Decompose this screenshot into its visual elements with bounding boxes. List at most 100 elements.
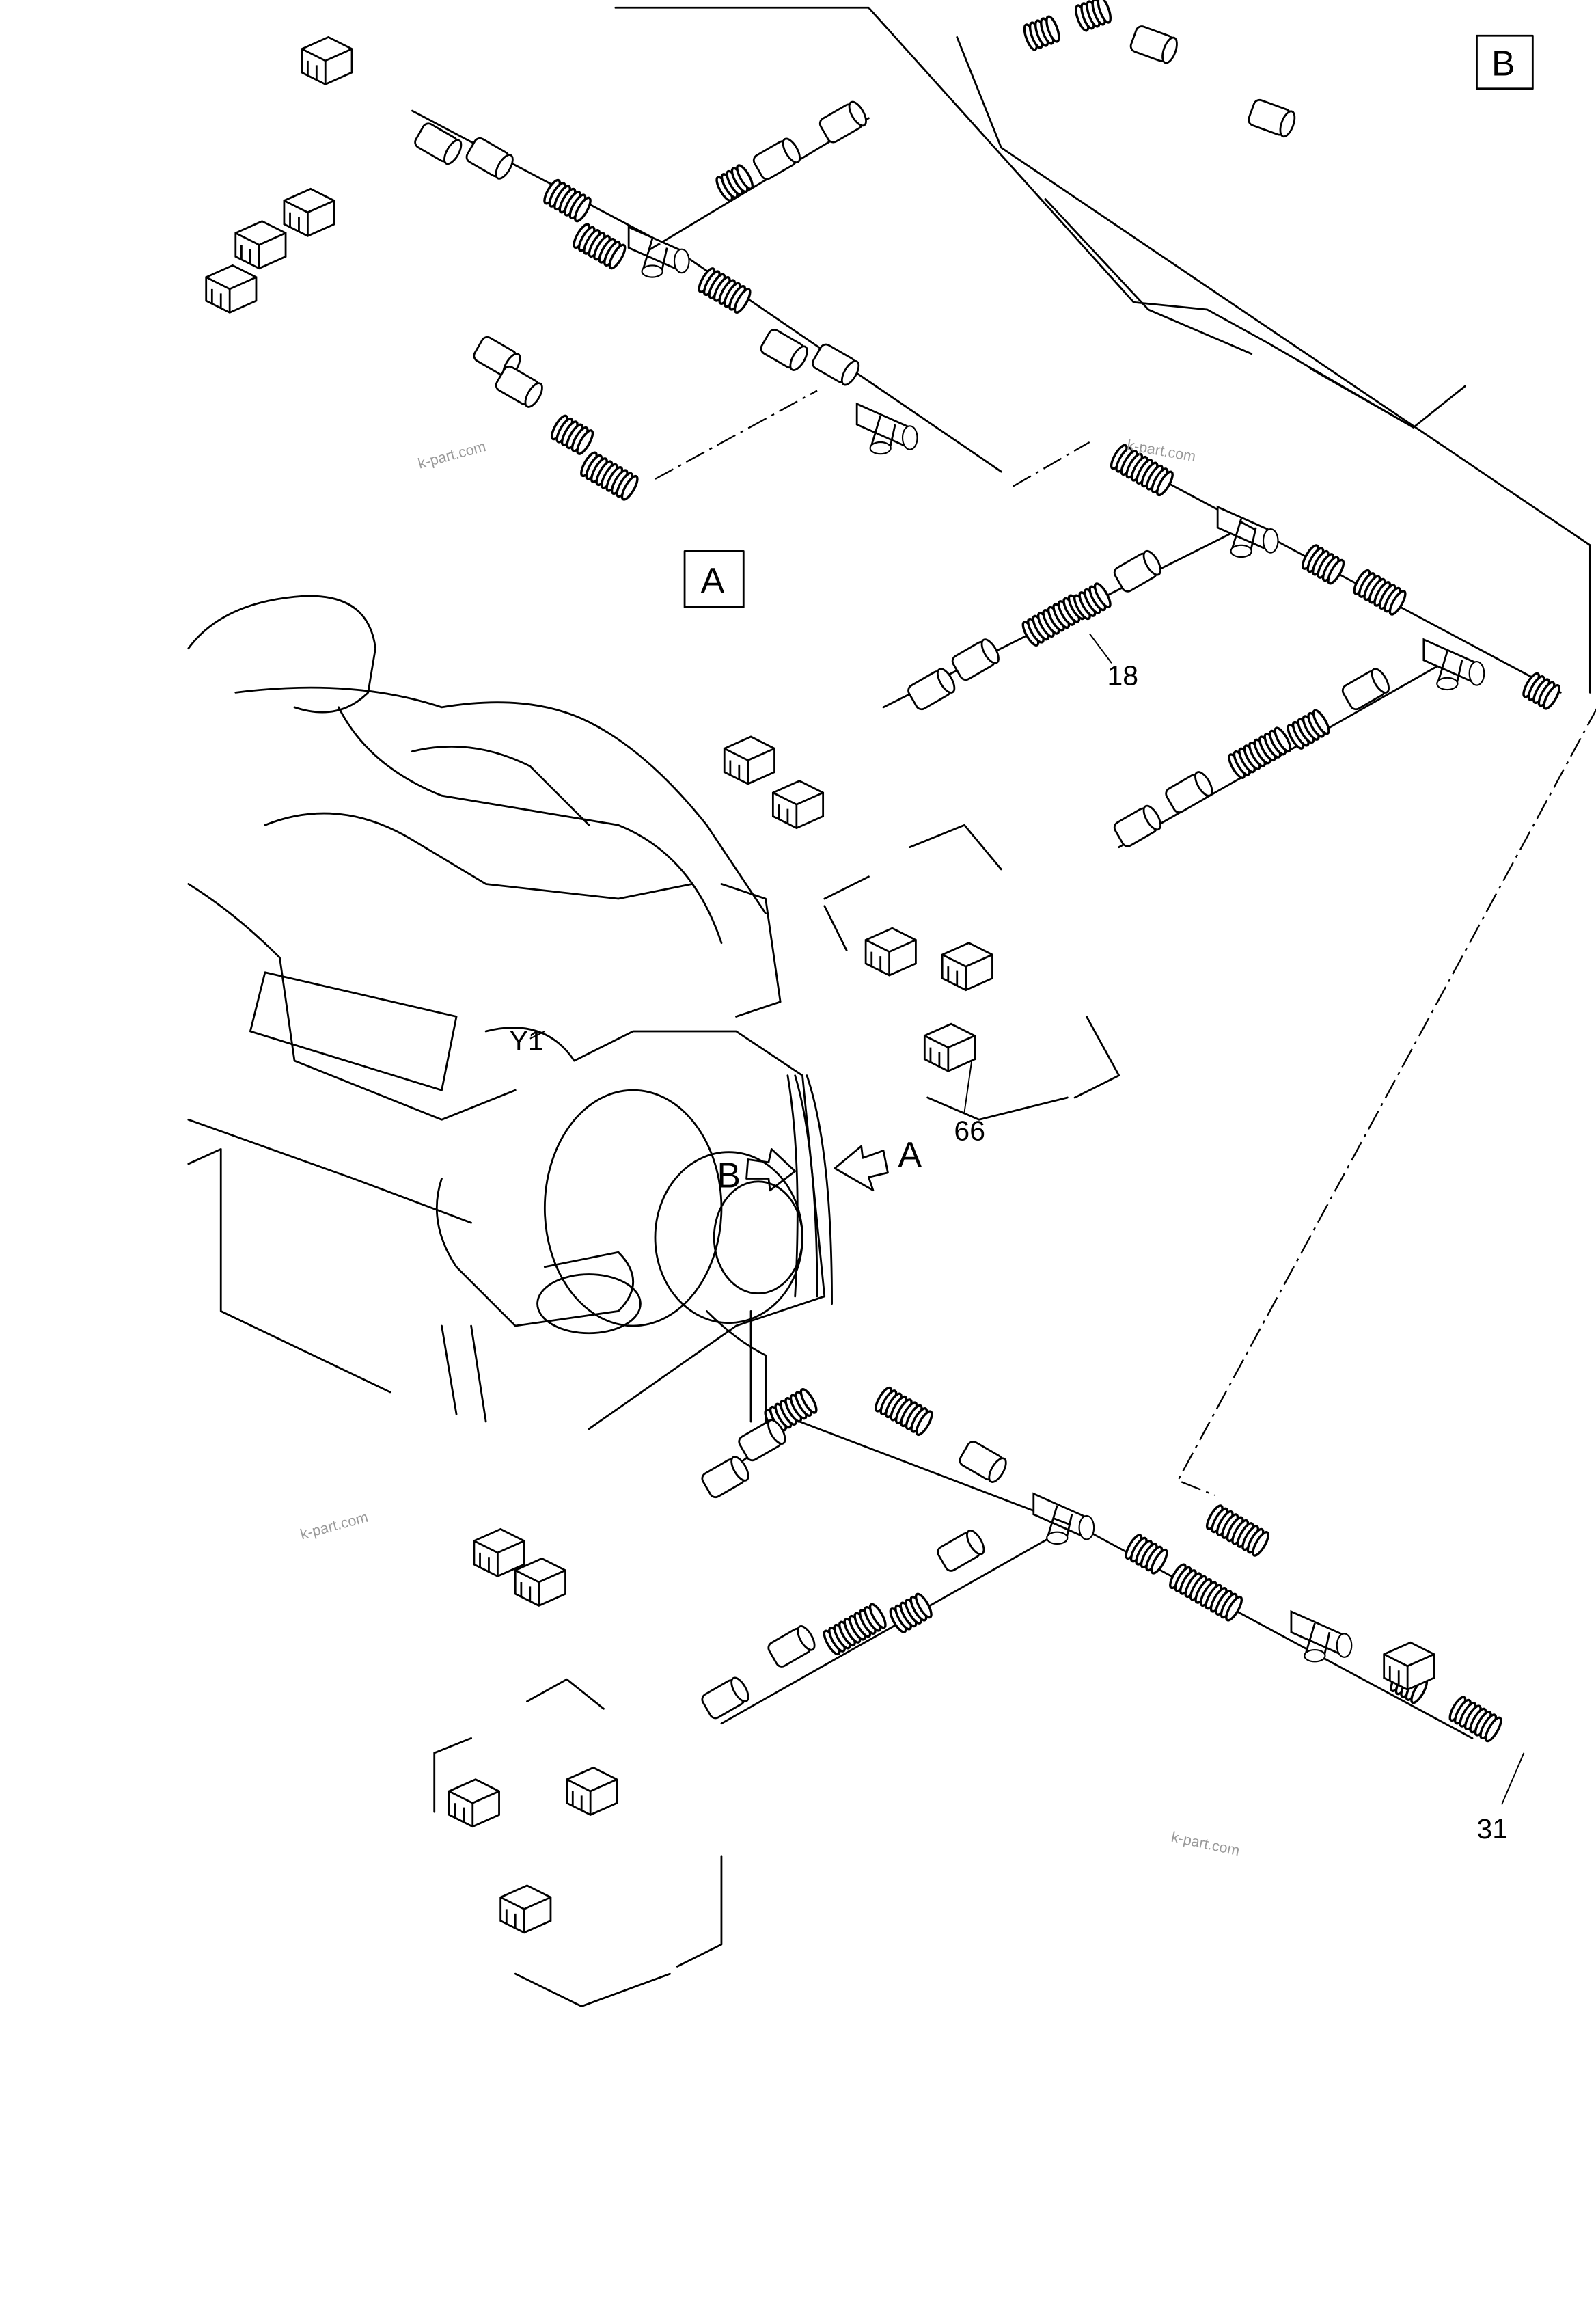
tube-rib [736, 164, 754, 190]
corrugated-tube [1075, 0, 1112, 32]
electrical-connector [941, 942, 993, 992]
tube-rib [1225, 1595, 1243, 1622]
tube-tee-junction [1290, 1609, 1353, 1663]
callout-31: 31 [1476, 1813, 1508, 1845]
electrical-connector [514, 1557, 566, 1607]
harness-branch [720, 1531, 1061, 1725]
tube-sleeve [701, 1676, 749, 1720]
corrugated-tube [715, 164, 754, 202]
tube-sleeve [959, 1441, 1007, 1483]
watermark: k-part.com [299, 1509, 370, 1543]
view-label-a: A [701, 560, 725, 600]
tube-tee-junction [627, 226, 690, 278]
tube-sleeve [1113, 804, 1161, 847]
view-label-b: B [1491, 43, 1515, 83]
tube-sleeve [767, 1625, 816, 1668]
callout-66: 66 [954, 1115, 985, 1146]
watermark: k-part.com [1170, 1829, 1241, 1860]
tube-sleeve [760, 329, 808, 371]
watermark: k-part.com [416, 438, 487, 472]
arrow-label-a: A [898, 1134, 922, 1174]
tube-tee-junction [1032, 1492, 1095, 1545]
electrical-connector [448, 1778, 500, 1828]
electrical-connector [864, 927, 917, 977]
tube-rib [915, 1410, 933, 1437]
electrical-connector [923, 1022, 976, 1072]
frame-line [1044, 198, 1253, 355]
arrow-label-b: B [717, 1155, 741, 1195]
tube-rib [1312, 709, 1330, 735]
corrugated-tube [1302, 544, 1345, 585]
view-arrow-b [745, 1147, 797, 1192]
tube-sleeve [937, 1530, 985, 1572]
tube-rib [1156, 470, 1174, 497]
tube-sleeve [1248, 98, 1296, 138]
tube-tee-junction [1216, 505, 1279, 558]
tube-tee-junction [855, 402, 918, 455]
harness-trunk [779, 1413, 1474, 1739]
corrugated-tube [1125, 1534, 1168, 1575]
tube-sleeve [465, 137, 514, 180]
bracket-lines [823, 824, 1120, 1121]
view-box-b: B [1476, 34, 1534, 90]
tube-sleeve [951, 638, 1000, 681]
tube-rib [868, 1603, 887, 1629]
harness-routing-lines [187, 6, 1596, 2007]
bracket-lines [433, 1678, 723, 2007]
electrical-connector [283, 187, 335, 237]
tube-rib [1274, 726, 1292, 753]
tube-rib [1388, 590, 1407, 616]
tube-sleeve [812, 343, 860, 386]
corrugated-tube [1353, 569, 1407, 616]
corrugated-tube [875, 1386, 933, 1437]
tube-rib [1093, 582, 1112, 608]
corrugated-tube [889, 1592, 933, 1633]
corrugated-tube [580, 451, 639, 501]
tube-rib [1543, 683, 1560, 710]
corrugated-tube [1169, 1563, 1243, 1622]
electrical-connector [205, 264, 258, 314]
tube-rib [914, 1592, 933, 1619]
corrugated-tube [1023, 15, 1060, 51]
frame-line [956, 36, 1591, 694]
corrugated-tube [1522, 672, 1560, 710]
tube-sleeve [495, 365, 543, 408]
tube-sleeve [1165, 771, 1213, 814]
tube-rib [733, 288, 752, 314]
tube-sleeve [1113, 549, 1161, 593]
tube-sleeve [701, 1456, 749, 1499]
callout-y1: Y1 [510, 1025, 544, 1057]
electrical-connector [499, 1884, 552, 1934]
tube-rib [1327, 558, 1345, 585]
frame-line [614, 6, 1415, 429]
corrugated-tube [1287, 709, 1330, 750]
electrical-connector [301, 36, 353, 85]
corrugated-tube [823, 1603, 887, 1656]
electrical-connector [1383, 1641, 1435, 1691]
tube-rib [1045, 15, 1060, 43]
tube-rib [576, 429, 594, 455]
tube-rib [573, 196, 592, 223]
corrugated-tube [1021, 594, 1086, 647]
dash-dot-link [1013, 441, 1090, 487]
tube-rib [620, 474, 639, 501]
tube-sleeve [738, 1419, 786, 1462]
corrugated-tube [1110, 444, 1174, 497]
harness-parts [205, 0, 1560, 1934]
corrugated-tube [1448, 1696, 1502, 1743]
view-arrow-a [834, 1145, 889, 1192]
corrugated-tube [1073, 582, 1112, 621]
tube-tee-junction [1422, 638, 1485, 691]
tube-sleeve [752, 137, 801, 180]
engine-illustration [187, 595, 833, 1430]
tube-sleeve [1341, 668, 1390, 711]
dash-dot-link [655, 390, 818, 480]
tube-rib [608, 243, 627, 270]
corrugated-tube [1228, 726, 1292, 779]
view-box-a: A [683, 550, 745, 608]
corrugated-tube [543, 178, 592, 223]
electrical-connector [473, 1527, 525, 1577]
tube-sleeve [414, 122, 463, 165]
tube-sleeve [907, 668, 956, 711]
